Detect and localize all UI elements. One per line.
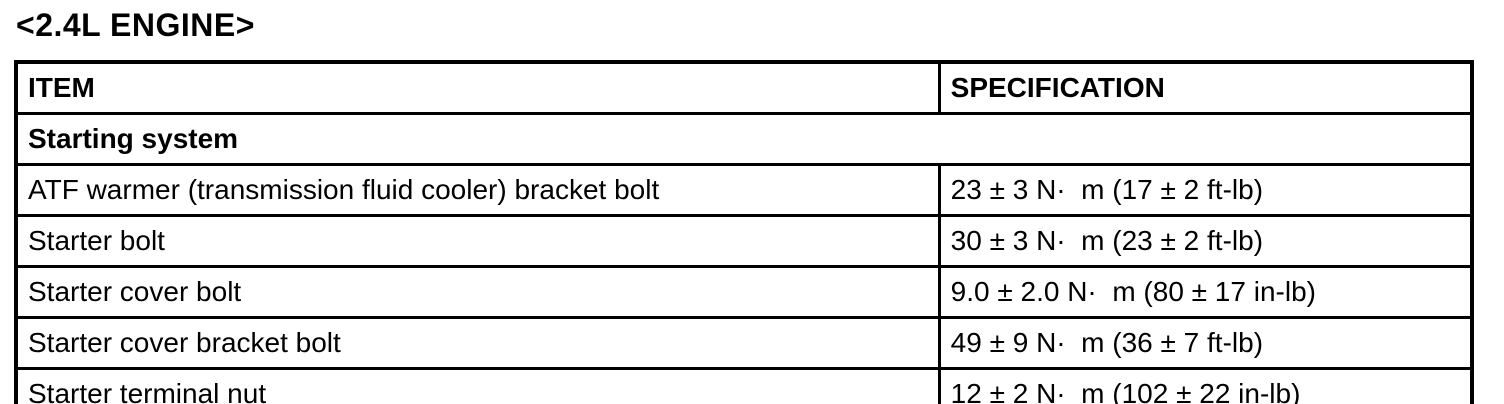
item-cell: Starter terminal nut [14, 367, 941, 404]
table-header-row: ITEM SPECIFICATION [14, 60, 1474, 116]
table-row: ATF warmer (transmission fluid cooler) b… [14, 163, 1474, 218]
page-title: <2.4L ENGINE> [16, 7, 255, 43]
spec-cell: 30 ± 3 N· m (23 ± 2 ft-lb) [937, 214, 1474, 269]
spec-cell: 9.0 ± 2.0 N· m (80 ± 17 in-lb) [937, 265, 1474, 320]
item-cell: Starter bolt [14, 214, 941, 269]
item-cell: Starter cover bolt [14, 265, 941, 320]
table-row: Starter bolt 30 ± 3 N· m (23 ± 2 ft-lb) [14, 214, 1474, 269]
item-cell: Starter cover bracket bolt [14, 316, 941, 371]
spec-cell: 12 ± 2 N· m (102 ± 22 in-lb) [937, 367, 1474, 404]
table-row: Starter cover bracket bolt 49 ± 9 N· m (… [14, 316, 1474, 371]
column-header-item: ITEM [14, 60, 941, 116]
item-cell: ATF warmer (transmission fluid cooler) b… [14, 163, 941, 218]
torque-spec-table: ITEM SPECIFICATION Starting system ATF w… [14, 60, 1474, 404]
spec-cell: 49 ± 9 N· m (36 ± 7 ft-lb) [937, 316, 1474, 371]
table-row: Starter terminal nut 12 ± 2 N· m (102 ± … [14, 367, 1474, 404]
section-header-row: Starting system [14, 112, 1474, 167]
table-row: Starter cover bolt 9.0 ± 2.0 N· m (80 ± … [14, 265, 1474, 320]
section-header-label: Starting system [14, 112, 1474, 167]
spec-cell: 23 ± 3 N· m (17 ± 2 ft-lb) [937, 163, 1474, 218]
column-header-specification: SPECIFICATION [937, 60, 1474, 116]
